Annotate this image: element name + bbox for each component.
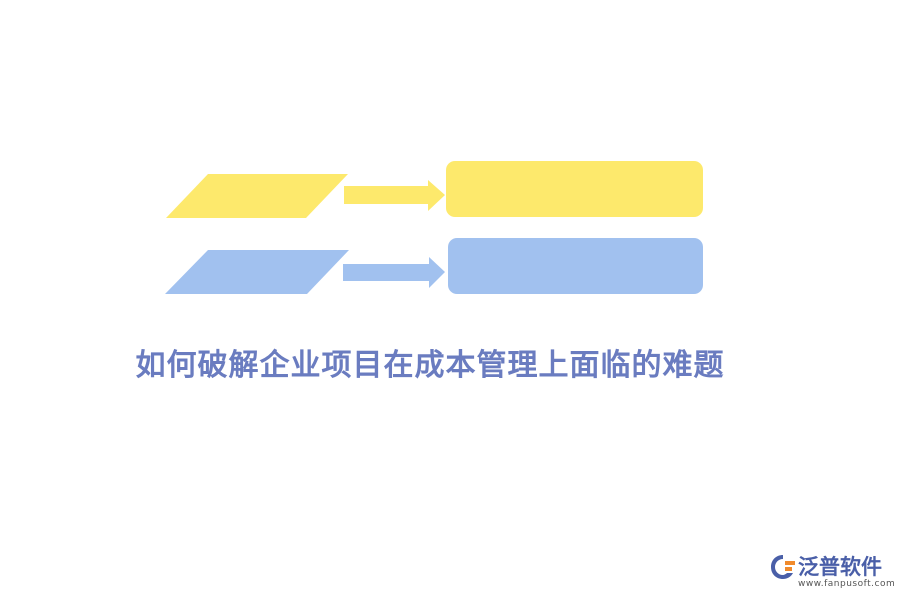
yellow-parallelogram — [166, 174, 348, 218]
page-title: 如何破解企业项目在成本管理上面临的难题 — [135, 348, 725, 383]
blue-parallelogram — [165, 250, 349, 294]
yellow-arrow — [344, 180, 445, 211]
yellow-rounded-box — [446, 161, 703, 217]
brand-logo[interactable]: 泛普软件 www.fanpusoft.com — [768, 552, 896, 594]
fanpu-logo-icon — [771, 555, 795, 579]
blue-arrow — [343, 257, 445, 288]
logo-url: www.fanpusoft.com — [798, 579, 896, 589]
logo-name: 泛普软件 — [798, 555, 882, 579]
blue-rounded-box — [448, 238, 703, 294]
